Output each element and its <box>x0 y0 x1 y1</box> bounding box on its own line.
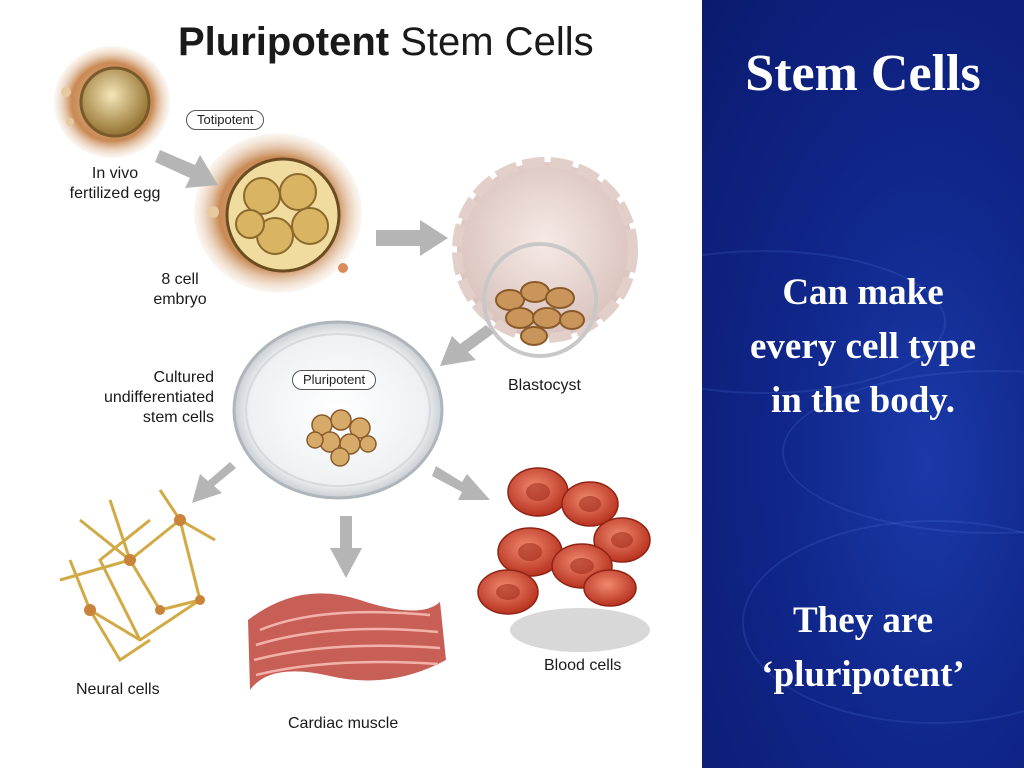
neural-cells-illustration <box>59 489 216 663</box>
diagram-panel: Pluripotent Stem Cells Totipotent Plurip… <box>54 20 651 732</box>
slide-statement-every-cell: Can make every cell type in the body. <box>750 272 976 421</box>
arrow-embryo-to-blastocyst <box>376 220 448 256</box>
neural-cells-label: Neural cells <box>76 681 160 698</box>
eight-cell-embryo-illustration <box>194 133 362 293</box>
cardiac-muscle-label: Cardiac muscle <box>288 715 399 732</box>
arrow-dish-to-neural <box>192 462 236 503</box>
fertilized-egg-label: In vivo fertilized egg <box>69 165 161 202</box>
blood-cells-label: Blood cells <box>544 657 622 674</box>
diagram-illustration <box>54 46 651 690</box>
arrow-egg-to-embryo <box>155 150 218 188</box>
arrow-dish-to-blood <box>432 466 490 500</box>
blastocyst-label: Blastocyst <box>508 377 581 394</box>
slide-text-panel: Stem Cells Can make every cell type in t… <box>702 0 1024 768</box>
slide-title: Stem Cells <box>745 45 981 102</box>
cardiac-muscle-illustration <box>248 593 446 690</box>
pluripotent-badge: Pluripotent <box>292 370 377 390</box>
embryo-label: 8 cell embryo <box>153 271 207 308</box>
diagram-title: Pluripotent Stem Cells <box>178 20 594 64</box>
petri-dish-illustration <box>232 320 444 500</box>
totipotent-badge: Totipotent <box>186 110 265 130</box>
arrow-dish-to-cardiac <box>330 516 362 578</box>
cultured-stem-cells-label: Cultured undifferentiated stem cells <box>103 369 214 426</box>
arrow-blastocyst-to-dish <box>440 325 494 366</box>
blastocyst-illustration <box>452 157 638 358</box>
blood-cells-illustration <box>477 467 651 652</box>
process-arrows <box>155 150 494 578</box>
fertilized-egg-illustration <box>54 46 170 158</box>
slide-statement-pluripotent: They are ‘pluripotent’ <box>761 600 965 695</box>
